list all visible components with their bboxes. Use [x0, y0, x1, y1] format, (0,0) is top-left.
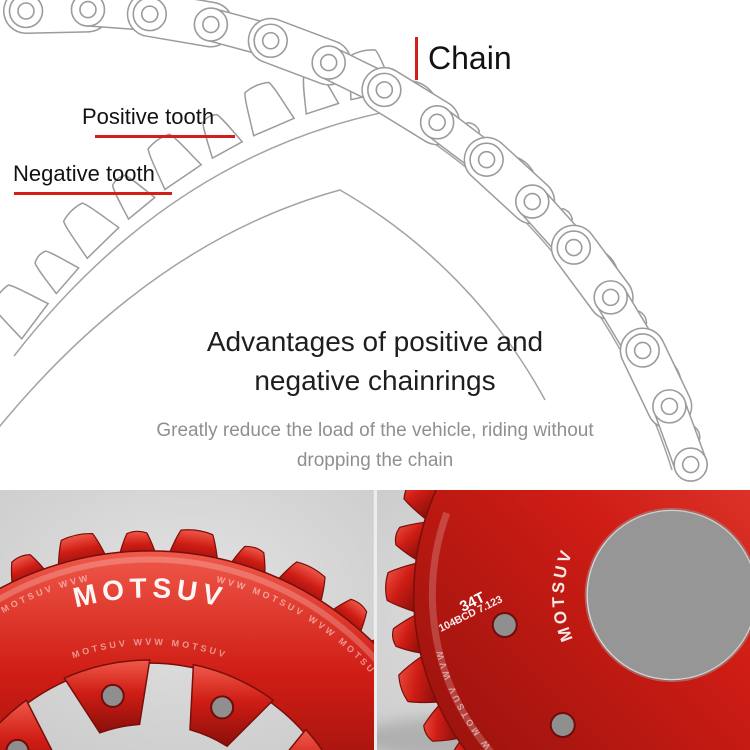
sketch-tooth	[147, 133, 203, 191]
chain-roller	[17, 2, 35, 20]
chainring-sketch	[0, 0, 708, 482]
ring-teeth-right	[384, 490, 491, 750]
chainring-photo-right: MOTSUV WVW MOTSUV WVW MOTSUV 34T 104BCD …	[376, 490, 750, 750]
sketch-tooth	[111, 174, 156, 221]
chain-roller	[601, 288, 620, 307]
headline-line2: negative chainrings	[254, 365, 496, 396]
spider-tab	[288, 728, 323, 750]
chain-roller	[633, 341, 652, 360]
spider-tabs-left	[0, 659, 323, 750]
band-highlight	[0, 556, 374, 662]
chain-roller	[202, 15, 220, 34]
center-hole	[587, 511, 750, 679]
headline: Advantages of positive and negative chai…	[0, 322, 750, 400]
chain-roller	[564, 238, 583, 257]
sketch-tooth	[0, 284, 50, 340]
chain-label: Chain	[428, 40, 512, 76]
subtitle-line1: Greatly reduce the load of the vehicle, …	[156, 420, 594, 441]
sketch-tooth	[244, 81, 296, 137]
subtitle: Greatly reduce the load of the vehicle, …	[0, 416, 750, 476]
bolt-hole	[549, 712, 576, 738]
product-photo-left: WVW MOTSUV WVW MOTSUV WVW MOTSUV WVW MOT…	[0, 490, 374, 750]
center-hole-rim	[584, 508, 750, 682]
chain-roller	[261, 31, 280, 50]
product-tooth	[391, 614, 421, 654]
bolt-hole	[5, 738, 30, 750]
ring-inner-line	[0, 189, 546, 428]
positive-tooth-label: Positive tooth	[82, 104, 215, 129]
headline-line1: Advantages of positive and	[206, 326, 544, 357]
product-tooth	[397, 655, 438, 704]
chain-roller	[319, 53, 338, 72]
product-tooth	[402, 490, 444, 520]
negative-tooth-label: Negative tooth	[13, 161, 155, 186]
bolt-hole	[100, 683, 125, 708]
sketch-tooth	[34, 250, 80, 295]
chain-drawing	[3, 0, 708, 482]
chain-roller	[660, 397, 679, 416]
chain-roller	[428, 113, 446, 132]
negative-tooth-pointer-line	[14, 192, 172, 195]
bolt-hole	[210, 695, 235, 720]
sketch-tooth	[62, 202, 120, 260]
bolt-hole	[491, 612, 518, 638]
product-photos: WVW MOTSUV WVW MOTSUV WVW MOTSUV WVW MOT…	[0, 490, 750, 750]
spider-tab	[0, 698, 53, 750]
positive-tooth-pointer-line	[95, 135, 235, 138]
chain-roller	[523, 192, 542, 211]
product-photo-right: MOTSUV WVW MOTSUV WVW MOTSUV 34T 104BCD …	[376, 490, 750, 750]
product-tooth	[384, 562, 416, 613]
chainring-band-right	[412, 490, 750, 750]
chain-roller	[375, 81, 394, 99]
subtitle-line2: dropping the chain	[296, 450, 454, 471]
chain-roller	[140, 5, 159, 23]
chainring-photo-left: WVW MOTSUV WVW MOTSUV WVW MOTSUV WVW MOT…	[0, 490, 374, 750]
band-highlight	[428, 511, 494, 750]
product-tooth	[422, 704, 458, 742]
chain-roller	[477, 150, 496, 169]
chain-roller	[681, 455, 700, 474]
diagram-section: Chain Positive tooth Negative tooth Adva…	[0, 0, 750, 482]
chain-pointer-line	[415, 37, 418, 80]
chain-roller	[79, 0, 97, 19]
